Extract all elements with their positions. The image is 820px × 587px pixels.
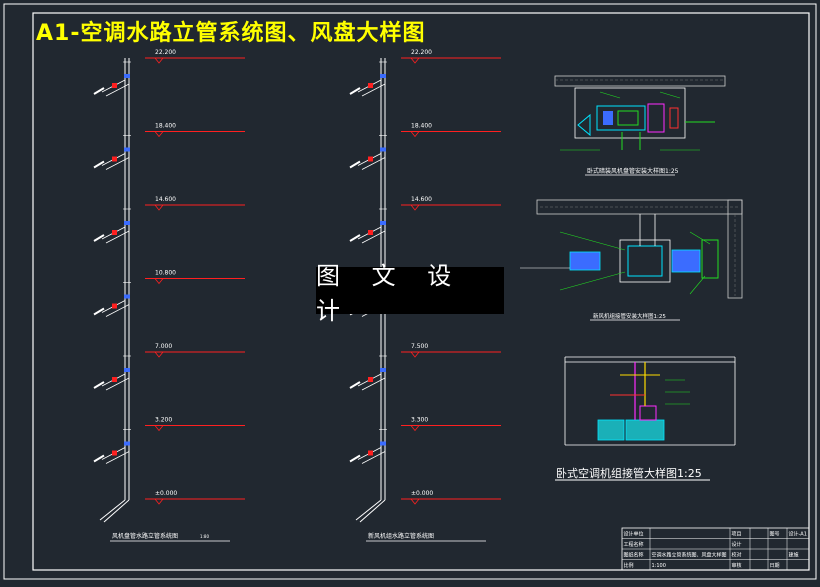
valve-marker bbox=[368, 450, 373, 456]
riser-scale: 1:80 bbox=[200, 534, 209, 539]
pipe-fitting bbox=[124, 294, 130, 299]
fresh-air-caption: 新风机组接管安装大样图1:25 bbox=[593, 312, 666, 320]
valve-marker bbox=[112, 230, 117, 235]
valve-marker bbox=[112, 377, 117, 382]
riser-caption: 新风机组水路立管系统图 bbox=[368, 532, 434, 540]
valve-marker bbox=[368, 83, 373, 88]
level-label: 18.400 bbox=[411, 123, 432, 130]
fancoil-caption: 卧式暗装风机盘管安装大样图1:25 bbox=[587, 167, 679, 175]
pipe-fitting bbox=[380, 441, 386, 446]
pipe-fitting bbox=[124, 368, 130, 372]
pipe-fitting bbox=[124, 221, 130, 225]
detail-ahu: 卧式空调机组接管大样图1:25 bbox=[555, 356, 736, 481]
title-block-cell: 日期 bbox=[770, 563, 780, 569]
level-label: 22.200 bbox=[411, 49, 432, 56]
valve-marker bbox=[368, 230, 373, 235]
level-label: 3.300 bbox=[411, 417, 428, 424]
inner-border bbox=[32, 12, 810, 571]
outer-border bbox=[3, 3, 817, 580]
title-block-cell: 建施 bbox=[789, 552, 799, 559]
title-block-cell: 1:100 bbox=[652, 563, 666, 569]
valve-marker bbox=[112, 83, 117, 88]
level-label: 3.200 bbox=[155, 417, 172, 424]
level-label: ±0.000 bbox=[155, 490, 177, 497]
level-label: 14.600 bbox=[155, 196, 176, 203]
pipe-fitting bbox=[380, 74, 386, 78]
title-block-cell: 图号 bbox=[770, 532, 780, 538]
title-block-cell: 校对 bbox=[732, 552, 742, 559]
pipe-fitting bbox=[380, 221, 386, 225]
pipe-fitting bbox=[124, 441, 130, 446]
title-block-cell: 审核 bbox=[732, 562, 742, 569]
level-label: 10.800 bbox=[155, 270, 176, 277]
level-label: 22.200 bbox=[155, 49, 176, 56]
title-block-cell: 设计-A1 bbox=[789, 531, 807, 538]
level-label: 14.600 bbox=[411, 196, 432, 203]
valve-marker bbox=[368, 156, 373, 162]
title-block-cell: 设计 bbox=[732, 541, 742, 548]
title-block-cell: 项目 bbox=[732, 532, 742, 538]
level-label: 7.000 bbox=[155, 343, 172, 350]
detail-fresh-air: 新风机组接管安装大样图1:25 bbox=[520, 199, 743, 321]
level-label: 18.400 bbox=[155, 123, 176, 130]
valve-marker bbox=[112, 450, 117, 456]
title-block-cell: 空调水路立管系统图、风盘大样图 bbox=[652, 552, 727, 559]
sheet-title: A1-空调水路立管系统图、风盘大样图 bbox=[36, 21, 426, 46]
title-block-cell: 图纸名称 bbox=[624, 552, 644, 559]
pipe-fitting bbox=[380, 368, 386, 372]
title-block-cell: 工程名称 bbox=[624, 541, 644, 548]
pipe-fitting bbox=[124, 74, 130, 78]
title-block: 设计单位 项目 图号 设计-A1 工程名称 设计图纸名称 空调水路立管系统图、风盘大样图校对… bbox=[621, 527, 810, 571]
title-block-cell: 设计单位 bbox=[624, 531, 644, 538]
pipe-fitting bbox=[124, 147, 130, 152]
pipe-fitting bbox=[380, 147, 386, 152]
riser-caption: 风机盘管水路立管系统图 bbox=[112, 532, 178, 540]
title-block-cell: 比例 bbox=[624, 562, 634, 569]
valve-marker bbox=[112, 156, 117, 162]
riser-left-diagram: 22.200 18.400 14.600 10.800 7.000 3.200 ±0.000… bbox=[93, 49, 245, 542]
level-label: ±0.000 bbox=[411, 490, 433, 497]
valve-marker bbox=[112, 303, 117, 309]
watermark: 图 文 设 计 bbox=[316, 262, 504, 325]
level-label: 7.500 bbox=[411, 343, 428, 350]
valve-marker bbox=[368, 377, 373, 382]
ahu-caption: 卧式空调机组接管大样图1:25 bbox=[556, 466, 702, 480]
detail-fancoil: 卧式暗装风机盘管安装大样图1:25 bbox=[554, 75, 726, 176]
